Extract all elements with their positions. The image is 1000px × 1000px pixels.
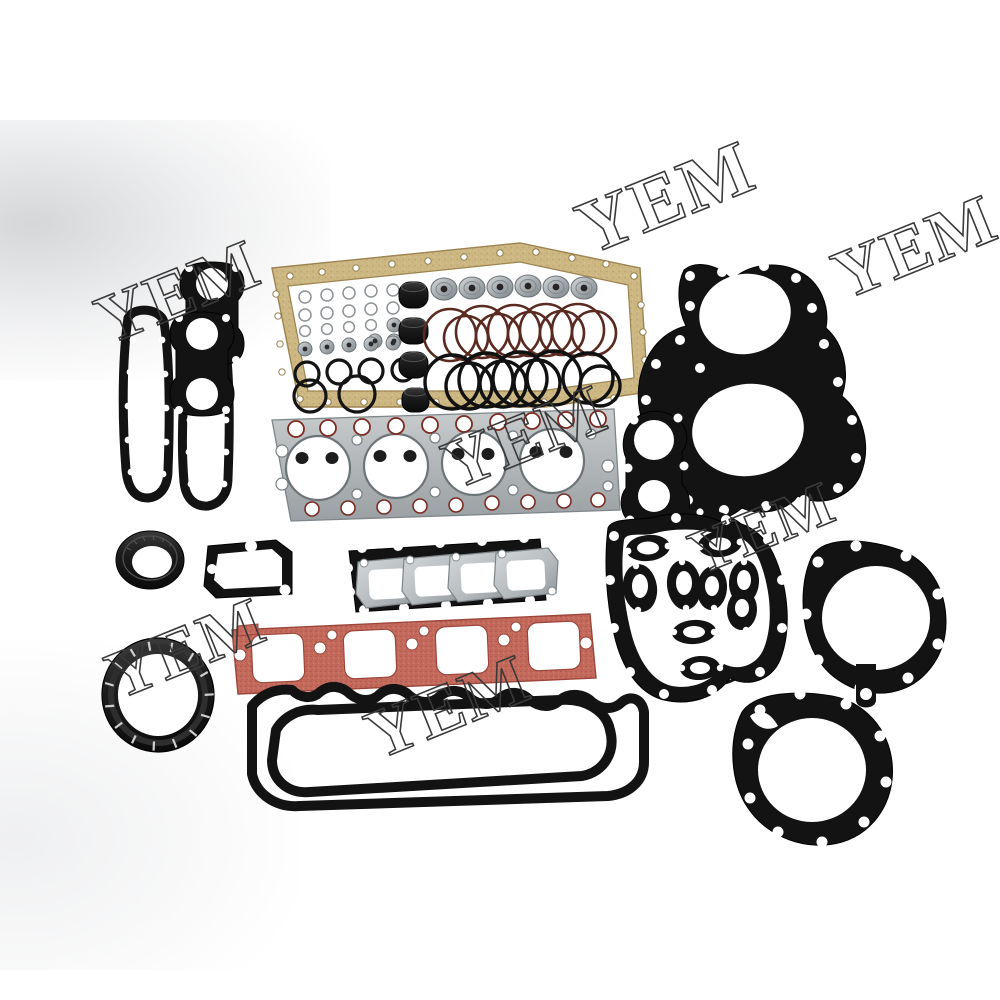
watermark-yem: YEM: [679, 468, 846, 589]
part-side-cover-gasket-a: [118, 305, 174, 503]
watermark-yem: YEM: [431, 369, 618, 505]
watermark-text: YEM: [822, 180, 1000, 315]
part-intake-manifold-gasket: [231, 613, 597, 695]
part-o-rings-black: [423, 349, 622, 411]
part-small-oval-gaskets: [622, 530, 760, 681]
watermark-yem: YEM: [821, 179, 1000, 315]
part-rubber-sleeves: [398, 281, 430, 413]
watermark-yem: YEM: [84, 224, 271, 360]
part-water-pump-gasket-2: [732, 688, 894, 848]
part-rear-oil-seal: [101, 637, 215, 753]
part-exhaust-manifold-shims: [355, 547, 559, 609]
part-valve-stem-seals: [430, 274, 598, 301]
watermark-yem: YEM: [564, 123, 767, 271]
watermark-text: YEM: [565, 124, 766, 271]
watermark-yem: YEM: [354, 639, 541, 775]
part-thermostat-gasket: [203, 539, 293, 599]
watermark-text: YEM: [680, 468, 845, 587]
part-valve-cover-gasket-2: [267, 694, 617, 798]
watermark-text: YEM: [95, 582, 276, 714]
part-cylinder-head-gasket: [271, 408, 621, 522]
watermark-yem: YEM: [94, 581, 277, 715]
watermark-text: YEM: [355, 640, 541, 775]
part-rear-plate-gasket: [605, 513, 788, 703]
watermark-text: YEM: [432, 370, 618, 505]
watermark-text: YEM: [85, 225, 271, 360]
part-front-oil-seal: [115, 530, 185, 590]
part-water-pump-gasket-1: [800, 540, 947, 708]
part-twin-port-gasket: [169, 261, 245, 417]
